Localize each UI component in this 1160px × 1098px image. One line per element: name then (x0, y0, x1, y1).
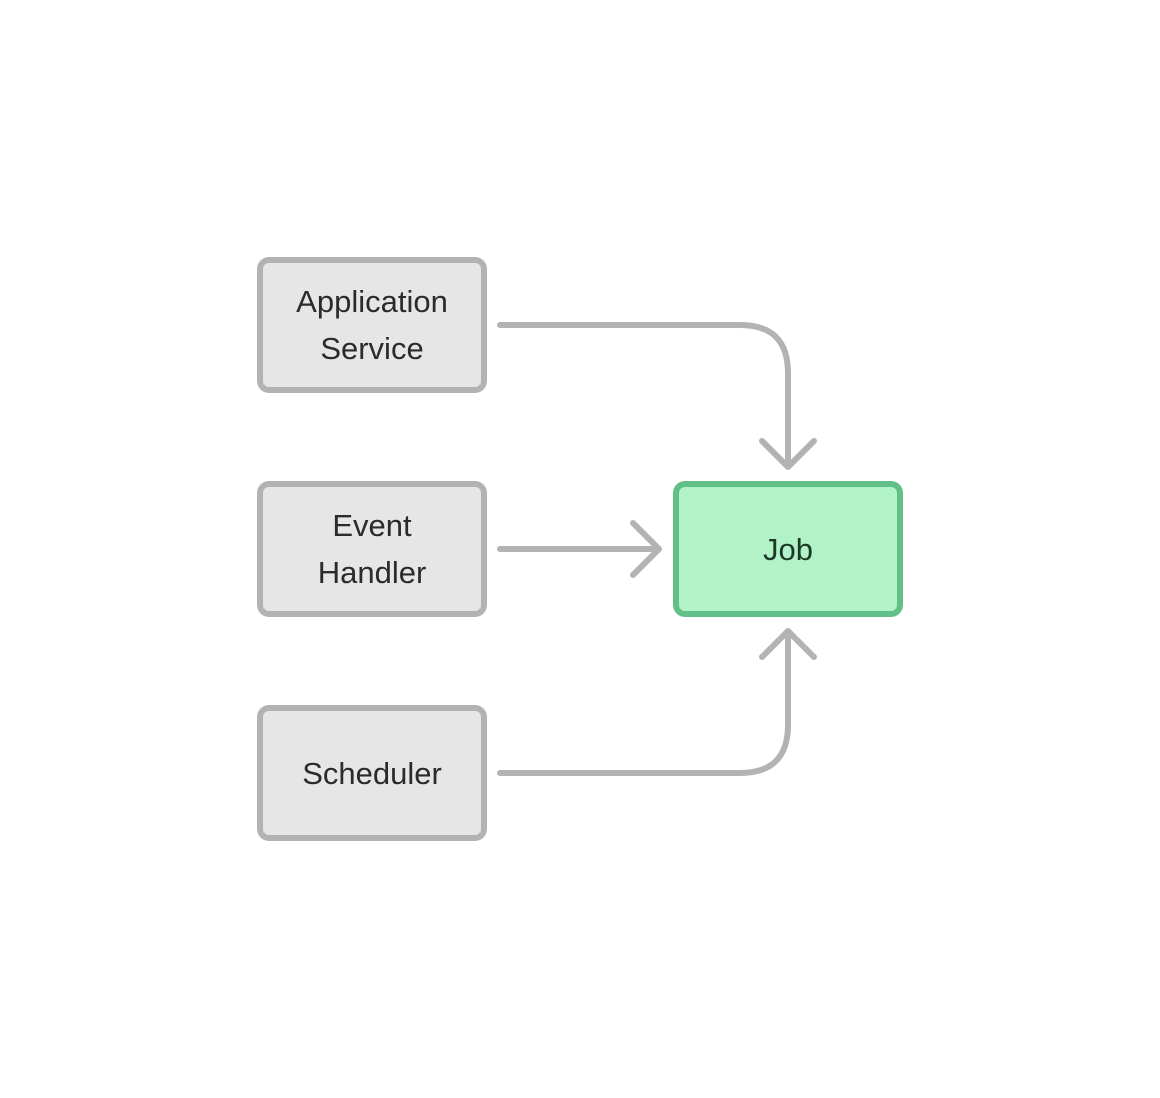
arrowhead-right (630, 520, 662, 578)
node-label: Application Service (296, 284, 448, 366)
edge-application-service-to-job (497, 322, 817, 470)
edge-event-handler-to-job (497, 520, 662, 578)
node-scheduler: Scheduler (257, 705, 487, 841)
arrowhead-down (759, 438, 817, 470)
node-application-service: Application Service (257, 257, 487, 393)
edge-scheduler-to-job (497, 628, 817, 776)
node-label: Scheduler (302, 755, 442, 791)
node-job: Job (673, 481, 903, 617)
node-label: Job (763, 531, 813, 567)
node-event-handler: Event Handler (257, 481, 487, 617)
edge-line (497, 322, 791, 469)
node-label: Event Handler (317, 508, 427, 590)
arrowhead-up (759, 628, 817, 660)
edge-line (497, 629, 791, 776)
